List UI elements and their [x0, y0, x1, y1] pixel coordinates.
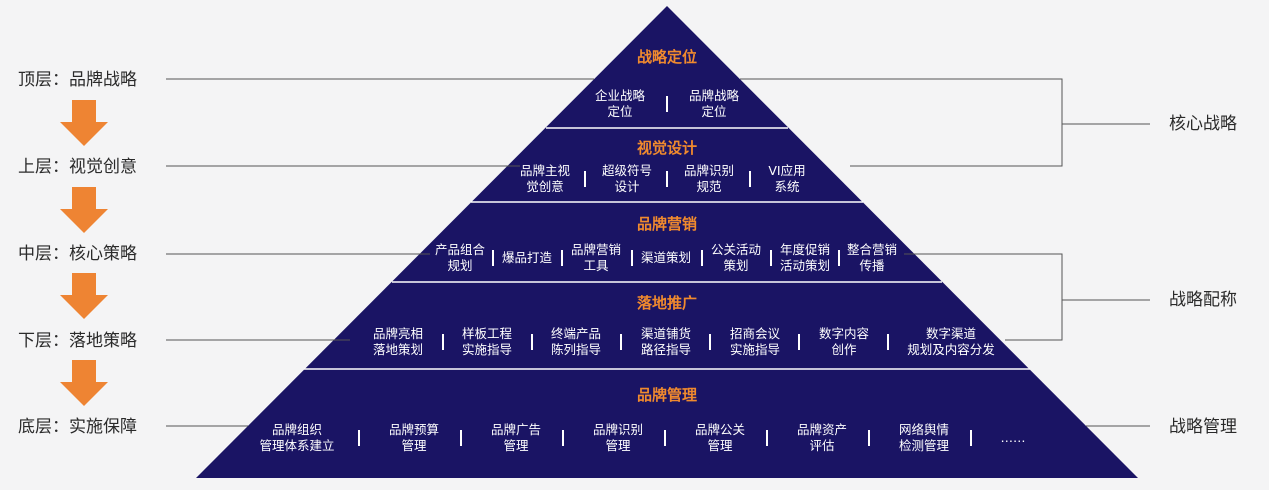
layer-title-positioning: 战略定位 [636, 48, 698, 66]
item-separator [766, 430, 768, 446]
item-separator [887, 334, 889, 350]
layer-item: 超级符号设计 [601, 163, 653, 194]
item-separator [562, 430, 564, 446]
layer-item-ellipsis: …… [1000, 430, 1026, 445]
layer-item: 公关活动策划 [710, 242, 762, 273]
left-label-upper: 上层：视觉创意 [18, 157, 137, 177]
layer-item: 年度促销活动策划 [779, 242, 831, 273]
layer-title-visual: 视觉设计 [636, 139, 698, 157]
layer-item: 品牌营销工具 [570, 242, 622, 273]
item-separator [460, 430, 462, 446]
left-label-top: 顶层：品牌战略 [18, 70, 137, 90]
down-arrow-icon [60, 187, 108, 233]
layer-item: 招商会议实施指导 [729, 326, 781, 357]
layer-item: 品牌主视觉创意 [519, 163, 571, 194]
layer-item: 品牌预算管理 [388, 422, 440, 453]
item-separator [620, 334, 622, 350]
layer-item: VI应用系统 [768, 163, 806, 194]
item-separator [442, 334, 444, 350]
layer-item: 品牌识别规范 [683, 163, 735, 194]
item-separator [709, 334, 711, 350]
layer-title-rollout: 落地推广 [636, 294, 698, 312]
item-separator [838, 250, 840, 266]
right-label-core-strategy: 核心战略 [1169, 114, 1237, 134]
layer-item: 数字内容创作 [818, 326, 870, 357]
left-label-middle: 中层：核心策略 [18, 244, 137, 264]
left-label-bottom: 底层：实施保障 [18, 417, 137, 437]
down-arrow-icon [60, 273, 108, 319]
right-label-strategic-mgmt: 战略管理 [1169, 417, 1237, 437]
layer-item: 品牌识别管理 [592, 422, 644, 453]
layer-item: 网络舆情检测管理 [898, 422, 950, 453]
item-separator [970, 430, 972, 446]
item-separator [770, 250, 772, 266]
layer-item: 数字渠道规划及内容分发 [907, 326, 995, 357]
item-separator [868, 430, 870, 446]
item-separator [701, 250, 703, 266]
item-separator [358, 430, 360, 446]
layer-item: 终端产品陈列指导 [550, 326, 602, 357]
layer-item: 产品组合规划 [434, 242, 486, 273]
item-separator [666, 96, 668, 112]
item-separator [492, 250, 494, 266]
layer-item: 渠道策划 [640, 250, 692, 265]
left-label-lower: 下层：落地策略 [18, 331, 137, 351]
layer-item: 品牌战略定位 [688, 88, 740, 119]
item-separator [584, 171, 586, 187]
layer-item: 样板工程实施指导 [461, 326, 513, 357]
down-arrow-icon [60, 100, 108, 146]
item-separator [631, 250, 633, 266]
layer-item: 品牌资产评估 [796, 422, 848, 453]
item-separator [749, 171, 751, 187]
item-separator [531, 334, 533, 350]
layer-title-marketing: 品牌营销 [636, 215, 698, 233]
layer-item: 品牌广告管理 [490, 422, 542, 453]
item-separator [664, 430, 666, 446]
layer-item: 爆品打造 [501, 250, 553, 265]
layer-title-management: 品牌管理 [636, 386, 698, 404]
pyramid-shape [196, 6, 1138, 478]
layer-item: 企业战略定位 [594, 88, 646, 119]
item-separator [666, 171, 668, 187]
layer-item: 品牌组织管理体系建立 [259, 422, 335, 453]
item-separator [798, 334, 800, 350]
layer-item: 渠道铺货路径指导 [640, 326, 692, 357]
item-separator [561, 250, 563, 266]
layer-item: 品牌亮相落地策划 [372, 326, 424, 357]
down-arrow-icon [60, 360, 108, 406]
layer-item: 品牌公关管理 [694, 422, 746, 453]
right-label-strategic-fit: 战略配称 [1169, 290, 1237, 310]
layer-item: 整合营销传播 [846, 242, 898, 273]
connector-lines [166, 78, 1150, 427]
